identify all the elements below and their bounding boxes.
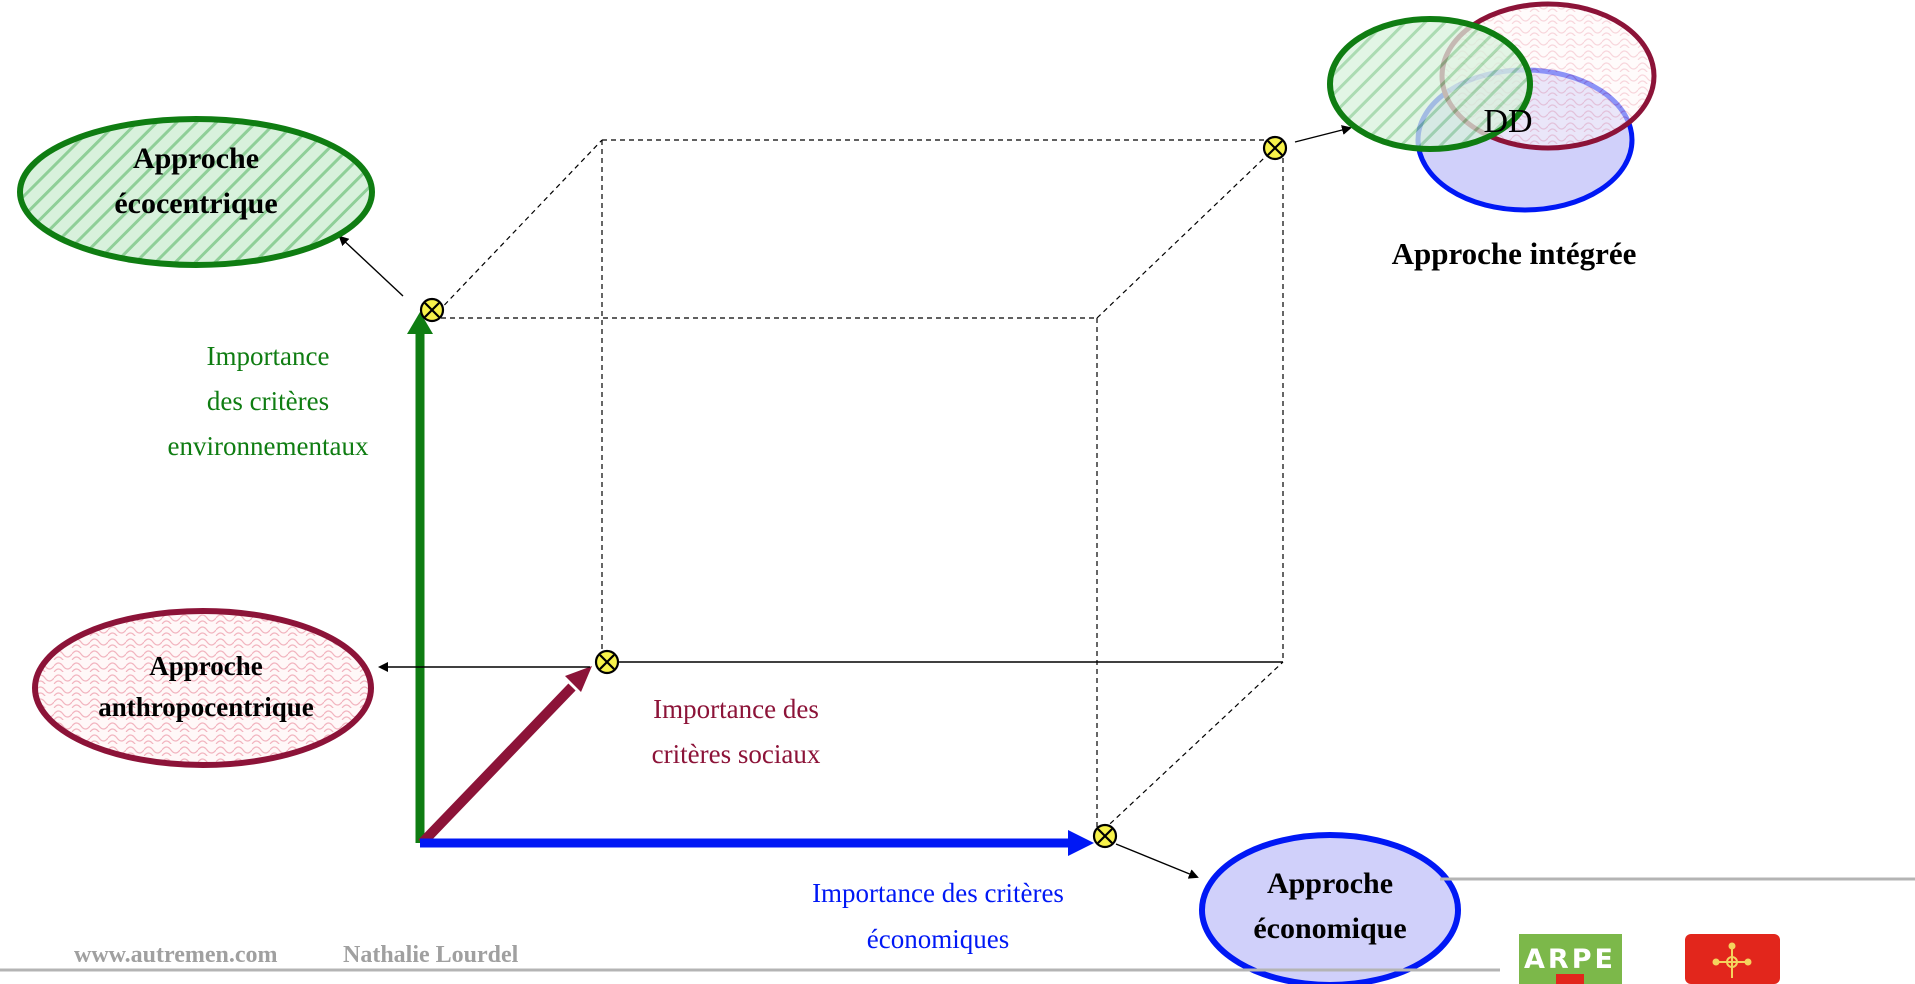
economic-label-line1: Approche <box>1267 867 1393 900</box>
economic-axis-label-line1: Importance des critères <box>812 878 1064 908</box>
footer-website: www.autremen.com <box>74 942 278 968</box>
environmental-axis-label-line3: environnementaux <box>168 431 369 461</box>
marker-economic <box>1092 823 1118 849</box>
cube-wireframe <box>431 139 1284 837</box>
anthropocentric-ellipse <box>32 608 374 768</box>
cube-edge <box>1096 661 1284 837</box>
economic-axis-label-line2: économiques <box>867 924 1009 954</box>
cube-edge <box>431 139 603 319</box>
ecocentric-ellipse <box>17 116 375 268</box>
cube-edge <box>1096 139 1284 319</box>
marker-integrated <box>1262 135 1288 161</box>
footer-author: Nathalie Lourdel <box>343 942 519 968</box>
arpe-logo: ARPE <box>1519 934 1622 984</box>
marker-anthropocentric <box>594 649 620 675</box>
environmental-axis-label-line1: Importance <box>207 341 330 371</box>
anthropocentric-label-line1: Approche <box>149 651 263 681</box>
venn-environmental-circle <box>1327 16 1533 152</box>
pointer-arrow-integrated <box>1294 125 1352 143</box>
economic-label-line2: économique <box>1253 912 1406 945</box>
environmental-axis-arrowhead <box>407 312 433 334</box>
pointer-arrow-economic <box>1115 843 1199 879</box>
social-axis <box>418 683 576 847</box>
marker-ecocentric <box>419 297 445 323</box>
pointer-arrow-ecocentric <box>338 235 404 297</box>
anthropocentric-label-line2: anthropocentrique <box>98 692 314 722</box>
social-axis-label-line2: critères sociaux <box>652 739 821 769</box>
arpe-logo-text: ARPE <box>1524 944 1616 975</box>
social-axis-label-line1: Importance des <box>653 694 819 724</box>
economic-ellipse <box>1199 832 1461 984</box>
integrated-venn <box>1327 1 1657 213</box>
region-cross-logo <box>1685 934 1780 984</box>
dd-label: DD <box>1483 103 1532 140</box>
integrated-approach-label: Approche intégrée <box>1392 236 1637 271</box>
social-axis-arrowhead <box>565 666 592 692</box>
ecocentric-label-line2: écocentrique <box>114 187 277 220</box>
economic-axis-arrowhead <box>1068 830 1094 856</box>
environmental-axis-label-line2: des critères <box>207 386 329 416</box>
ecocentric-label-line1: Approche <box>133 142 259 175</box>
